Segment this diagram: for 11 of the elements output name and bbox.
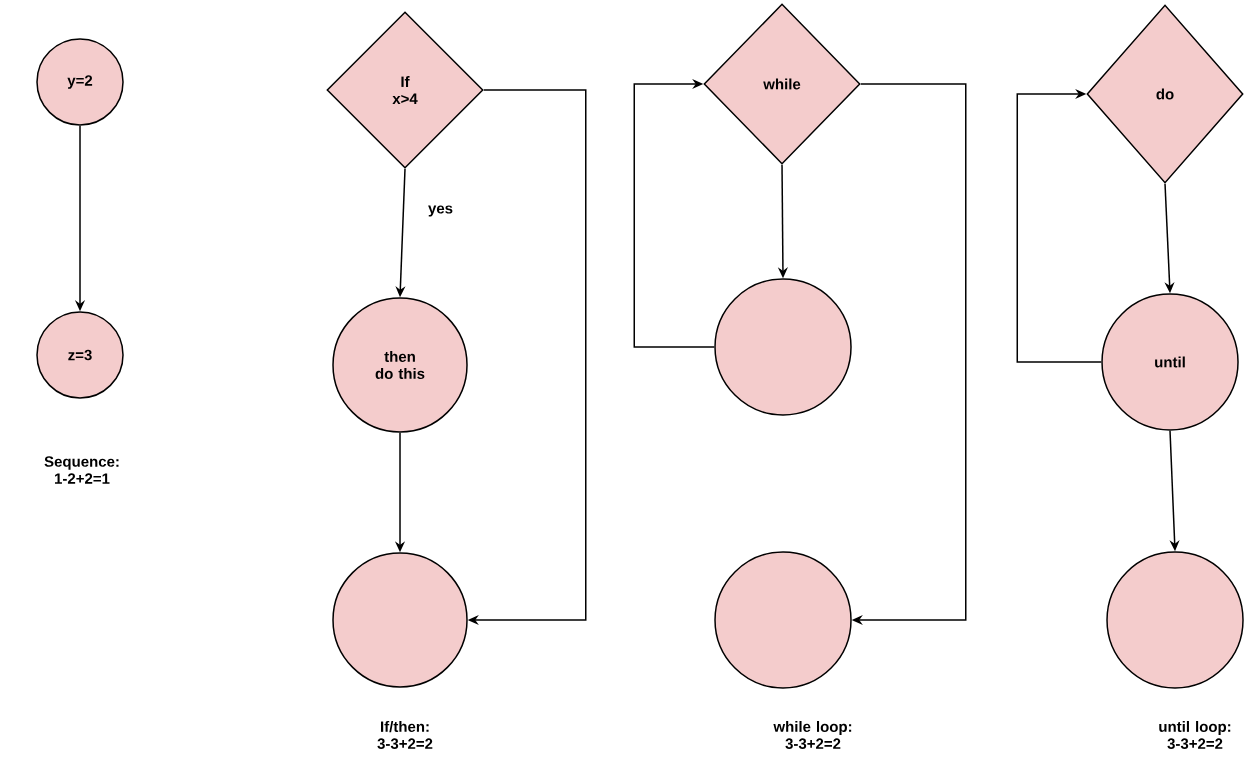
node-label: until loop: 3-3+2=2 [1159,721,1231,749]
arrow [633,78,715,348]
node-label: while loop: 3-3+2=2 [773,721,852,749]
empty-circle [714,278,852,416]
empty-circle [332,552,468,688]
empty-circle [714,551,852,689]
arrow [1016,88,1102,363]
empty-circle [1106,551,1244,689]
node-label: If/then: 3-3+2=2 [377,721,433,749]
edge-label: yes [428,205,453,217]
node-label: Sequence: 1-2+2=1 [44,456,119,484]
